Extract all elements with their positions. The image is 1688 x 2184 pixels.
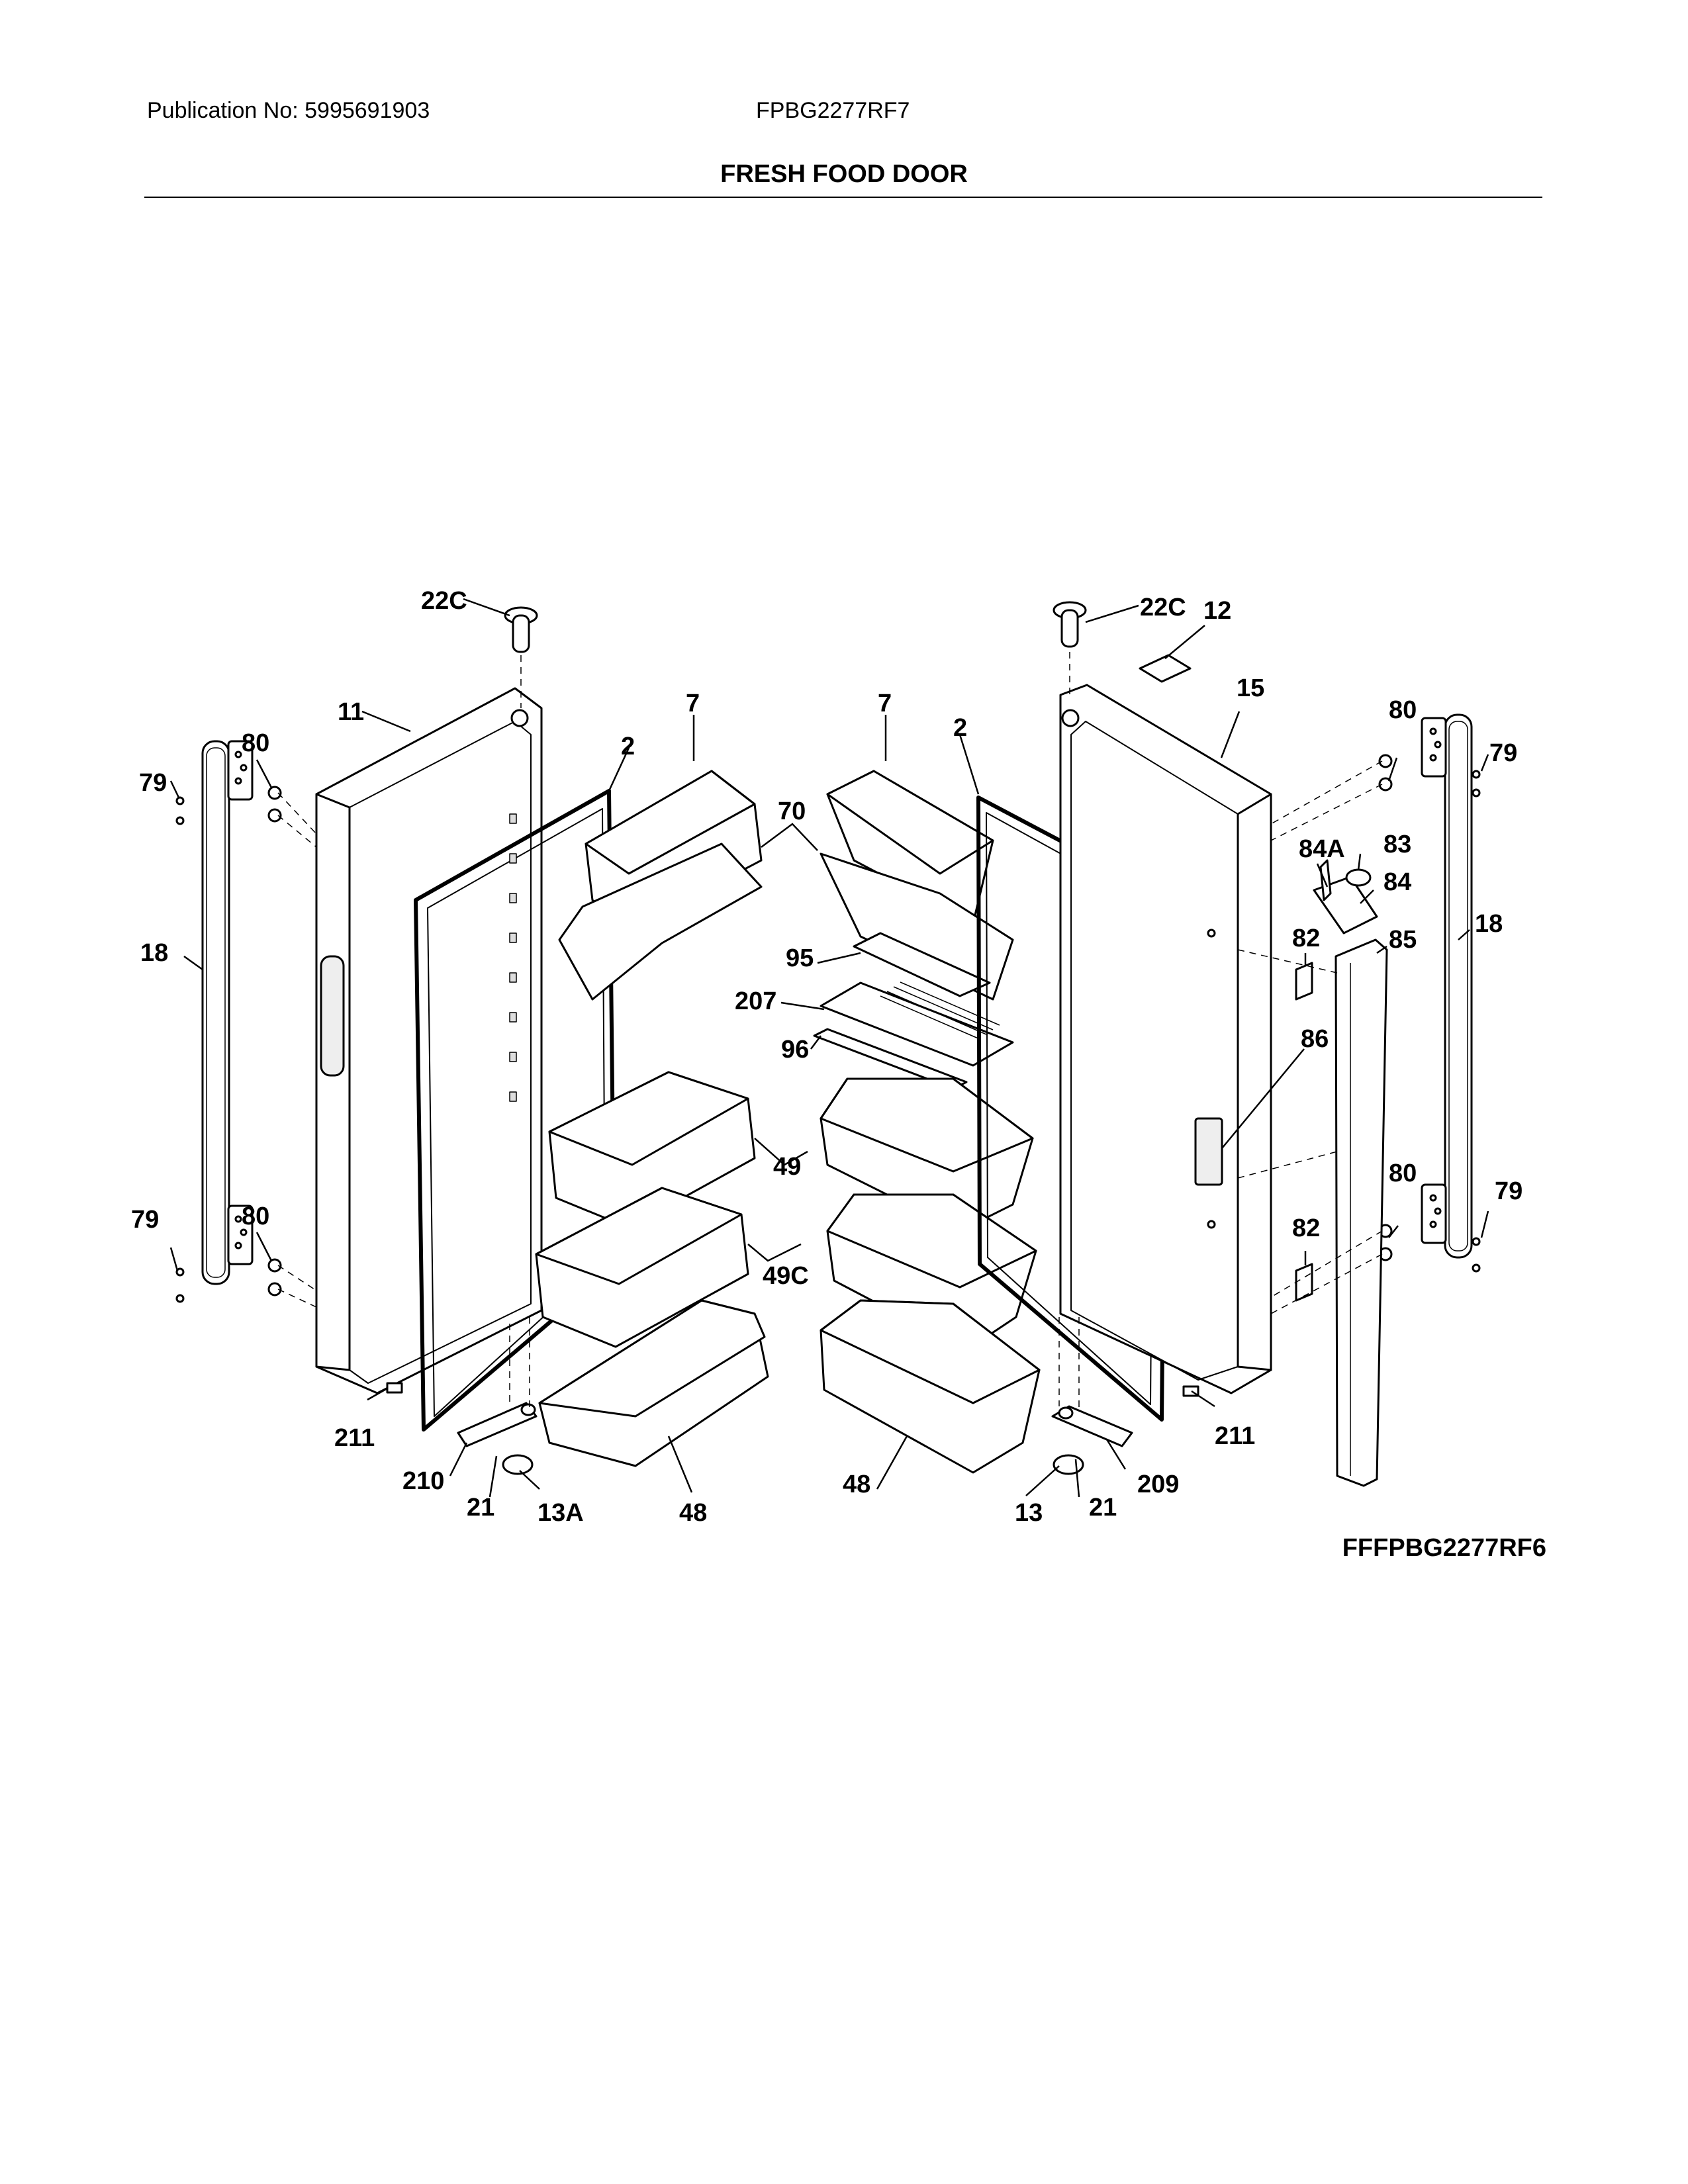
callout-80-bottom-left: 80: [242, 1203, 269, 1230]
left-door-dimples: [509, 813, 517, 1102]
callout-18-left: 18: [140, 939, 168, 967]
callout-80-top-right: 80: [1389, 696, 1417, 724]
callout-211-right: 211: [1215, 1422, 1255, 1450]
callout-2-right: 2: [953, 714, 967, 742]
rating-label[interactable]: [1139, 654, 1192, 683]
left-door-bin-bottom[interactable]: [538, 1299, 769, 1467]
callout-84: 84: [1383, 868, 1411, 896]
callout-209: 209: [1137, 1471, 1179, 1498]
callout-7-right: 7: [878, 690, 892, 717]
callout-79-bottom-right: 79: [1495, 1177, 1523, 1205]
right-handle[interactable]: [1421, 713, 1473, 1259]
right-air-filter[interactable]: [813, 932, 1014, 1090]
callout-48-left: 48: [679, 1499, 707, 1527]
callout-84a: 84A: [1299, 835, 1345, 863]
callout-96: 96: [781, 1036, 809, 1064]
right-door-bin-bottom[interactable]: [820, 1299, 1041, 1474]
callout-labels: 22C 22C 12 11 15 2 2 7 7 70 80 80 79 79 …: [131, 587, 1523, 1527]
callout-95: 95: [786, 944, 814, 972]
callout-7-left: 7: [686, 690, 700, 717]
upper-clip[interactable]: [1295, 962, 1313, 1001]
lower-clip[interactable]: [1295, 1263, 1313, 1302]
callout-80-bottom-right: 80: [1389, 1160, 1417, 1187]
callout-79-bottom-left: 79: [131, 1206, 159, 1234]
callout-22c-left: 22C: [421, 587, 467, 615]
callout-13a: 13A: [538, 1499, 584, 1527]
left-door-bin-upper[interactable]: [548, 1071, 756, 1229]
callout-49: 49: [773, 1153, 801, 1181]
callout-15: 15: [1237, 674, 1264, 702]
callout-207: 207: [735, 987, 776, 1015]
mullion-trim-strip[interactable]: [1335, 938, 1388, 1487]
right-dairy-bin[interactable]: [820, 770, 1014, 1001]
left-dairy-bin[interactable]: [558, 770, 763, 1001]
callout-13: 13: [1015, 1499, 1043, 1527]
callout-48-right: 48: [843, 1471, 870, 1498]
header-divider: [144, 197, 1542, 198]
callout-79-top-right: 79: [1489, 739, 1517, 767]
callout-211-left: 211: [334, 1424, 375, 1452]
publication-number: Publication No: 5995691903: [147, 98, 430, 123]
right-door-cap[interactable]: [1053, 601, 1087, 648]
callout-85: 85: [1389, 926, 1417, 954]
page-title: FRESH FOOD DOOR: [720, 160, 968, 188]
callout-21-left: 21: [467, 1494, 494, 1522]
diagram-reference-code: FFFPBG2277RF6: [1342, 1534, 1546, 1562]
callout-82-top: 82: [1292, 925, 1320, 952]
left-screws: [175, 786, 282, 1303]
callout-83: 83: [1383, 831, 1411, 858]
left-handle[interactable]: [201, 740, 254, 1285]
callout-22c-right: 22C: [1140, 594, 1186, 621]
right-screws: [1378, 754, 1481, 1273]
right-lower-hinge[interactable]: [1051, 1405, 1133, 1475]
callout-80-top-left: 80: [242, 729, 269, 757]
left-door-bin-middle[interactable]: [535, 1187, 749, 1348]
callout-70: 70: [778, 797, 806, 825]
right-outer-door[interactable]: [1059, 684, 1272, 1394]
callout-79-top-left: 79: [139, 769, 167, 797]
callout-210: 210: [402, 1467, 444, 1495]
callout-11: 11: [338, 698, 364, 726]
alignment-lines: [277, 652, 1383, 1410]
callout-49c: 49C: [763, 1262, 809, 1290]
callout-18-right: 18: [1475, 910, 1503, 938]
right-door-bin-middle[interactable]: [826, 1193, 1037, 1351]
left-door-cap[interactable]: [504, 606, 538, 653]
callout-12: 12: [1203, 597, 1231, 625]
callout-2-left: 2: [621, 733, 635, 760]
left-door-stop[interactable]: [386, 1382, 403, 1394]
callout-21-right: 21: [1089, 1494, 1117, 1522]
callout-82-bottom: 82: [1292, 1214, 1320, 1242]
leader-lines: [169, 598, 1489, 1498]
callout-86: 86: [1301, 1025, 1329, 1053]
left-lower-hinge[interactable]: [457, 1402, 538, 1475]
model-number: FPBG2277RF7: [756, 98, 910, 123]
